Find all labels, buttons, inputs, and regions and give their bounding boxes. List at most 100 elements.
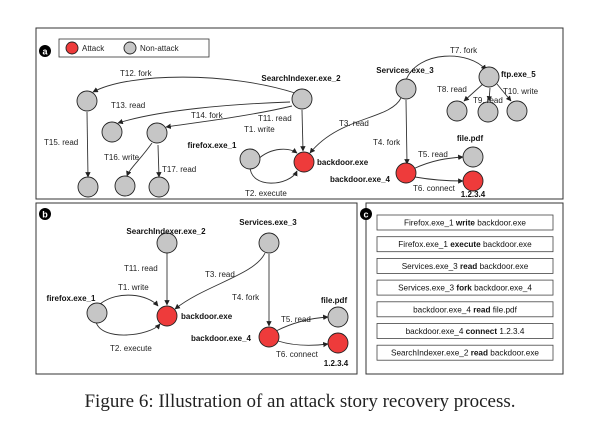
b-searchindexer-label: SearchIndexer.exe_2: [126, 227, 206, 236]
b-searchindexer-node: [156, 232, 178, 254]
a-backdoor-label: backdoor.exe: [317, 158, 369, 167]
b-filepdf-label: file.pdf: [321, 296, 348, 305]
event-subject: backdoor.exe_4: [406, 327, 464, 336]
a-edge-t5: T5. read: [418, 150, 448, 159]
event-text: backdoor.exe_4 connect 1.2.3.4: [406, 327, 525, 336]
event-box: [376, 236, 554, 253]
a-ftp-child2: [477, 101, 499, 123]
a-node-read1: [101, 121, 123, 143]
a-backdoor4-label: backdoor.exe_4: [330, 175, 391, 184]
a-firefox-label: firefox.exe_1: [188, 141, 237, 150]
event-row: backdoor.exe_4 read file.pdf: [376, 301, 554, 318]
a-edge-t1: T1. write: [244, 125, 275, 134]
event-subject: Firefox.exe_1: [398, 240, 448, 249]
a-edge-t12: T12. fork: [120, 69, 153, 78]
panel-b-letter: b: [42, 210, 48, 220]
a-node-leaf2: [114, 175, 136, 197]
event-box: [376, 257, 554, 274]
a-node-fork1: [76, 90, 98, 112]
a-edge-t16: T16. write: [104, 153, 140, 162]
panel-b-node-labels: SearchIndexer.exe_2 Services.exe_3 firef…: [47, 218, 349, 368]
event-text: Firefox.exe_1 write backdoor.exe: [404, 219, 526, 228]
panel-c-badge: c: [360, 208, 372, 220]
b-firefox-node: [86, 302, 108, 324]
b-edge-t11: T11. read: [124, 264, 158, 273]
a-backdoor4-node: [395, 162, 417, 184]
b-firefox-label: firefox.exe_1: [47, 294, 96, 303]
b-edge-t6: T6. connect: [276, 350, 319, 359]
a-backdoor-node: [293, 151, 315, 173]
a-edge-t11: T11. read: [258, 114, 292, 123]
event-text: Services.exe_3 fork backdoor.exe_4: [398, 284, 532, 293]
panel-c: [365, 202, 564, 375]
event-row: backdoor.exe_4 connect 1.2.3.4: [376, 323, 554, 339]
event-row: Firefox.exe_1 write backdoor.exe: [376, 214, 554, 231]
event-box: [376, 344, 554, 361]
event-object: 1.2.3.4: [499, 327, 524, 336]
a-edge-t13: T13. read: [111, 101, 145, 110]
a-ftp-child3: [506, 100, 528, 122]
b-backdoor-node: [156, 305, 178, 327]
panel-a: [35, 27, 564, 200]
a-edge-t3: T3. read: [339, 119, 369, 128]
b-edge-t3: T3. read: [205, 270, 235, 279]
a-edge-t15: T15. read: [44, 138, 78, 147]
event-subject: Services.exe_3: [402, 262, 458, 271]
figure-caption: Figure 6: Illustration of an attack stor…: [84, 391, 515, 412]
b-services-node: [258, 232, 280, 254]
event-action: read: [471, 349, 488, 358]
event-box: [376, 301, 554, 318]
event-row: Firefox.exe_1 execute backdoor.exe: [376, 236, 554, 253]
a-ip-node: [462, 170, 484, 192]
panel-b: [35, 202, 358, 375]
a-edge-t17: T17. read: [162, 165, 196, 174]
panel-b-badge: b: [39, 208, 51, 220]
event-box: [376, 279, 554, 296]
event-object: backdoor.exe_4: [474, 284, 532, 293]
event-list: Firefox.exe_1 write backdoor.exeFirefox.…: [376, 214, 554, 361]
b-ip-node: [327, 332, 349, 354]
a-edge-t2: T2. execute: [245, 189, 287, 198]
event-subject: backdoor.exe_4: [413, 305, 471, 314]
a-filepdf-node: [462, 146, 484, 168]
legend: Attack Non-attack: [58, 38, 210, 58]
b-backdoor-label: backdoor.exe: [181, 312, 233, 321]
a-ftp-node: [478, 66, 500, 88]
b-backdoor4-label: backdoor.exe_4: [191, 334, 252, 343]
a-edge-t14: T14. fork: [191, 111, 224, 120]
event-row: SearchIndexer.exe_2 read backdoor.exe: [376, 344, 554, 361]
panel-a-badge: a: [39, 45, 51, 57]
b-edge-t5: T5. read: [281, 315, 311, 324]
panel-a-letter: a: [42, 47, 48, 57]
b-edge-t2: T2. execute: [110, 344, 152, 353]
panel-a-edge-labels: T12. fork T13. read T14. fork T11. read …: [44, 46, 539, 198]
b-edge-t4: T4. fork: [232, 293, 260, 302]
event-row: Services.exe_3 fork backdoor.exe_4: [376, 279, 554, 296]
event-action: read: [460, 262, 477, 271]
event-action: read: [473, 305, 490, 314]
a-ip-label: 1.2.3.4: [461, 190, 486, 199]
event-box: [376, 214, 554, 231]
a-edge-t7: T7. fork: [450, 46, 478, 55]
b-ip-label: 1.2.3.4: [324, 359, 349, 368]
event-action: execute: [450, 240, 481, 249]
panel-c-letter: c: [363, 210, 368, 220]
b-filepdf-node: [327, 306, 349, 328]
event-text: SearchIndexer.exe_2 read backdoor.exe: [391, 349, 539, 358]
a-edge-t4: T4. fork: [373, 138, 401, 147]
a-edge-t9: T9. read: [473, 96, 503, 105]
legend-nonattack-swatch: [123, 41, 137, 55]
legend-nonattack-label: Non-attack: [140, 44, 180, 53]
a-searchindexer-node: [291, 88, 313, 110]
event-row: Services.exe_3 read backdoor.exe: [376, 257, 554, 274]
event-action: connect: [466, 327, 498, 336]
a-filepdf-label: file.pdf: [457, 134, 484, 143]
panel-b-edge-labels: T11. read T3. read T1. write T2. execute…: [110, 264, 319, 359]
a-node-leaf3: [148, 176, 170, 198]
event-object: backdoor.exe: [480, 262, 529, 271]
event-subject: Firefox.exe_1: [404, 219, 454, 228]
legend-attack-swatch: [65, 41, 79, 55]
b-edge-t1: T1. write: [118, 283, 149, 292]
event-object: backdoor.exe: [477, 219, 526, 228]
